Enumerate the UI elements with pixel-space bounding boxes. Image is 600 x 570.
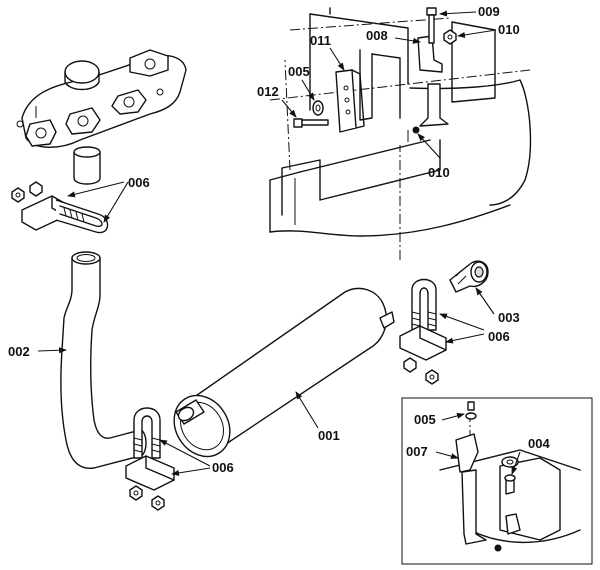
label-004: 004 [528, 436, 550, 451]
label-005-top: 005 [288, 64, 310, 79]
label-011: 011 [310, 33, 331, 48]
label-009: 009 [478, 4, 500, 19]
label-008: 008 [366, 28, 388, 43]
tailpipe-003 [449, 260, 489, 293]
label-010-top: 010 [498, 22, 520, 37]
label-006-right: 006 [488, 329, 510, 344]
exhaust-pipe-002 [60, 251, 147, 469]
manifold-pipe [73, 146, 101, 185]
washer-005-top [312, 100, 324, 116]
bracket-011 [335, 69, 365, 133]
clamp-006-lower [125, 407, 175, 511]
bolt-012 [293, 118, 329, 128]
clamp-006-right [399, 278, 447, 385]
label-010-mid: 010 [428, 165, 450, 180]
label-007: 007 [406, 444, 428, 459]
label-005-inset: 005 [414, 412, 436, 427]
clamp-006-upper [11, 181, 109, 234]
label-002: 002 [8, 344, 30, 359]
nut-010-top [443, 29, 457, 45]
label-012: 012 [257, 84, 279, 99]
label-003: 003 [498, 310, 520, 325]
bolt-009 [426, 7, 437, 44]
detail-inset [401, 397, 593, 565]
leader-lines [37, 10, 521, 476]
vehicle-frame [269, 7, 532, 260]
part-labels: 009 010 008 011 005 012 010 006 002 003 … [8, 4, 550, 475]
bracket-008 [412, 35, 449, 134]
label-006-top: 006 [128, 175, 150, 190]
label-001: 001 [318, 428, 340, 443]
exhaust-manifold [16, 49, 187, 148]
label-006-bottom: 006 [212, 460, 234, 475]
muffler-001 [173, 287, 395, 458]
